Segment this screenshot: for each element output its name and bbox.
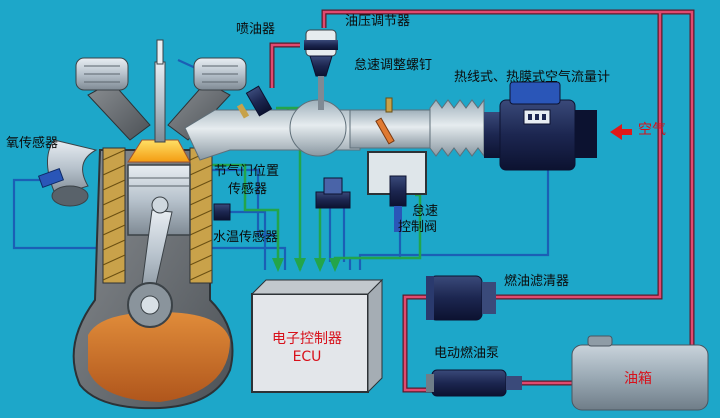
- label-oxygen-sensor: 氧传感器: [6, 136, 59, 151]
- throttle-plate: [375, 117, 395, 145]
- label-air: 空气: [638, 122, 666, 138]
- coolant-temp-sensor: [213, 203, 231, 221]
- label-air-flow-meter: 热线式、热膜式空气流量计: [454, 70, 611, 85]
- air-bellows: [429, 98, 485, 158]
- label-injector: 喷油器: [236, 22, 276, 37]
- intake-manifold: [184, 85, 485, 232]
- oxygen-sensor-body: [37, 167, 65, 189]
- cylinder-head: [37, 39, 247, 207]
- label-throttle-sensor-1: 节气门位置: [214, 164, 280, 179]
- label-coolant-sensor: 水温传感器: [213, 230, 279, 245]
- label-throttle-sensor-2: 传感器: [228, 182, 268, 197]
- label-idle-valve-2: 控制阀: [398, 220, 438, 235]
- label-ecu-1: 电子控制器: [272, 331, 342, 347]
- idle-screw: [385, 97, 393, 113]
- label-fuel-pump: 电动燃油泵: [434, 346, 500, 361]
- label-idle-valve-1: 怠速: [412, 204, 439, 219]
- signal-arrowheads: [272, 258, 341, 272]
- fuel-filter: [426, 275, 496, 321]
- label-ecu-2: ECU: [292, 349, 322, 365]
- label-pressure-regulator: 油压调节器: [345, 14, 411, 29]
- spark-plug: [154, 61, 166, 143]
- exhaust-pipe: [47, 139, 98, 197]
- fuel-tank: [571, 335, 709, 411]
- air-flow-meter: [484, 81, 597, 171]
- fuel-pump: [426, 369, 522, 397]
- air-arrow: [610, 124, 632, 140]
- pressure-regulator: [304, 29, 338, 110]
- label-fuel-filter: 燃油滤清器: [504, 274, 570, 289]
- ecu-box: [250, 278, 384, 394]
- fuel-injector: [245, 85, 273, 117]
- engine-block: [72, 139, 234, 410]
- label-idle-screw: 怠速调整螺钉: [354, 58, 433, 73]
- label-fuel-tank: 油箱: [624, 371, 652, 387]
